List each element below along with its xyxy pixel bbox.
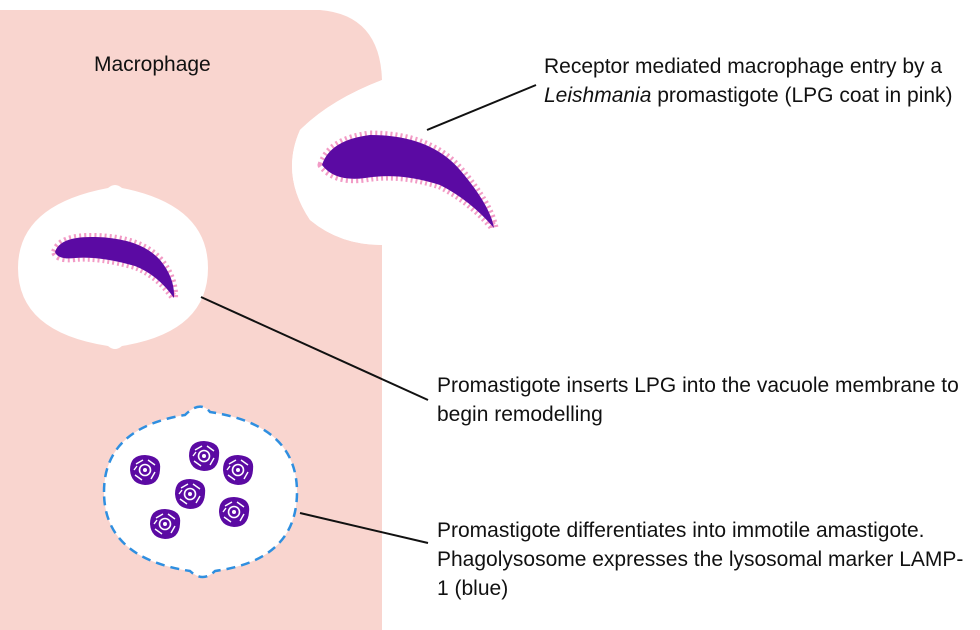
entry-label-before: Receptor mediated macrophage entry by a [544, 55, 943, 78]
insertion-label: Promastigote inserts LPG into the vacuol… [437, 374, 959, 426]
amastigote [223, 455, 254, 485]
amastigote [150, 509, 181, 539]
entry-label: Receptor mediated macrophage entry by a … [544, 52, 974, 110]
leader-line-insertion [200, 296, 429, 401]
differentiation-label: Promastigote differentiates into immotil… [437, 519, 964, 600]
vacuole [18, 185, 208, 349]
amastigote [219, 497, 250, 527]
leader-line-differentiation [299, 512, 429, 544]
leader-line-entry [426, 84, 537, 131]
macrophage-label: Macrophage [94, 53, 211, 76]
vacuole-parasite-body [55, 236, 175, 298]
entering-promastigote [317, 130, 499, 233]
amastigote [130, 455, 161, 485]
vacuole-promastigote [18, 185, 208, 349]
phagolysosome [102, 405, 299, 579]
entry-label-after: promastigote (LPG coat in pink) [651, 84, 953, 107]
amastigote [175, 479, 206, 509]
entering-parasite-body [322, 135, 494, 228]
amastigote-cluster [130, 441, 254, 539]
amastigote [189, 441, 220, 471]
entry-label-italic: Leishmania [544, 84, 652, 107]
